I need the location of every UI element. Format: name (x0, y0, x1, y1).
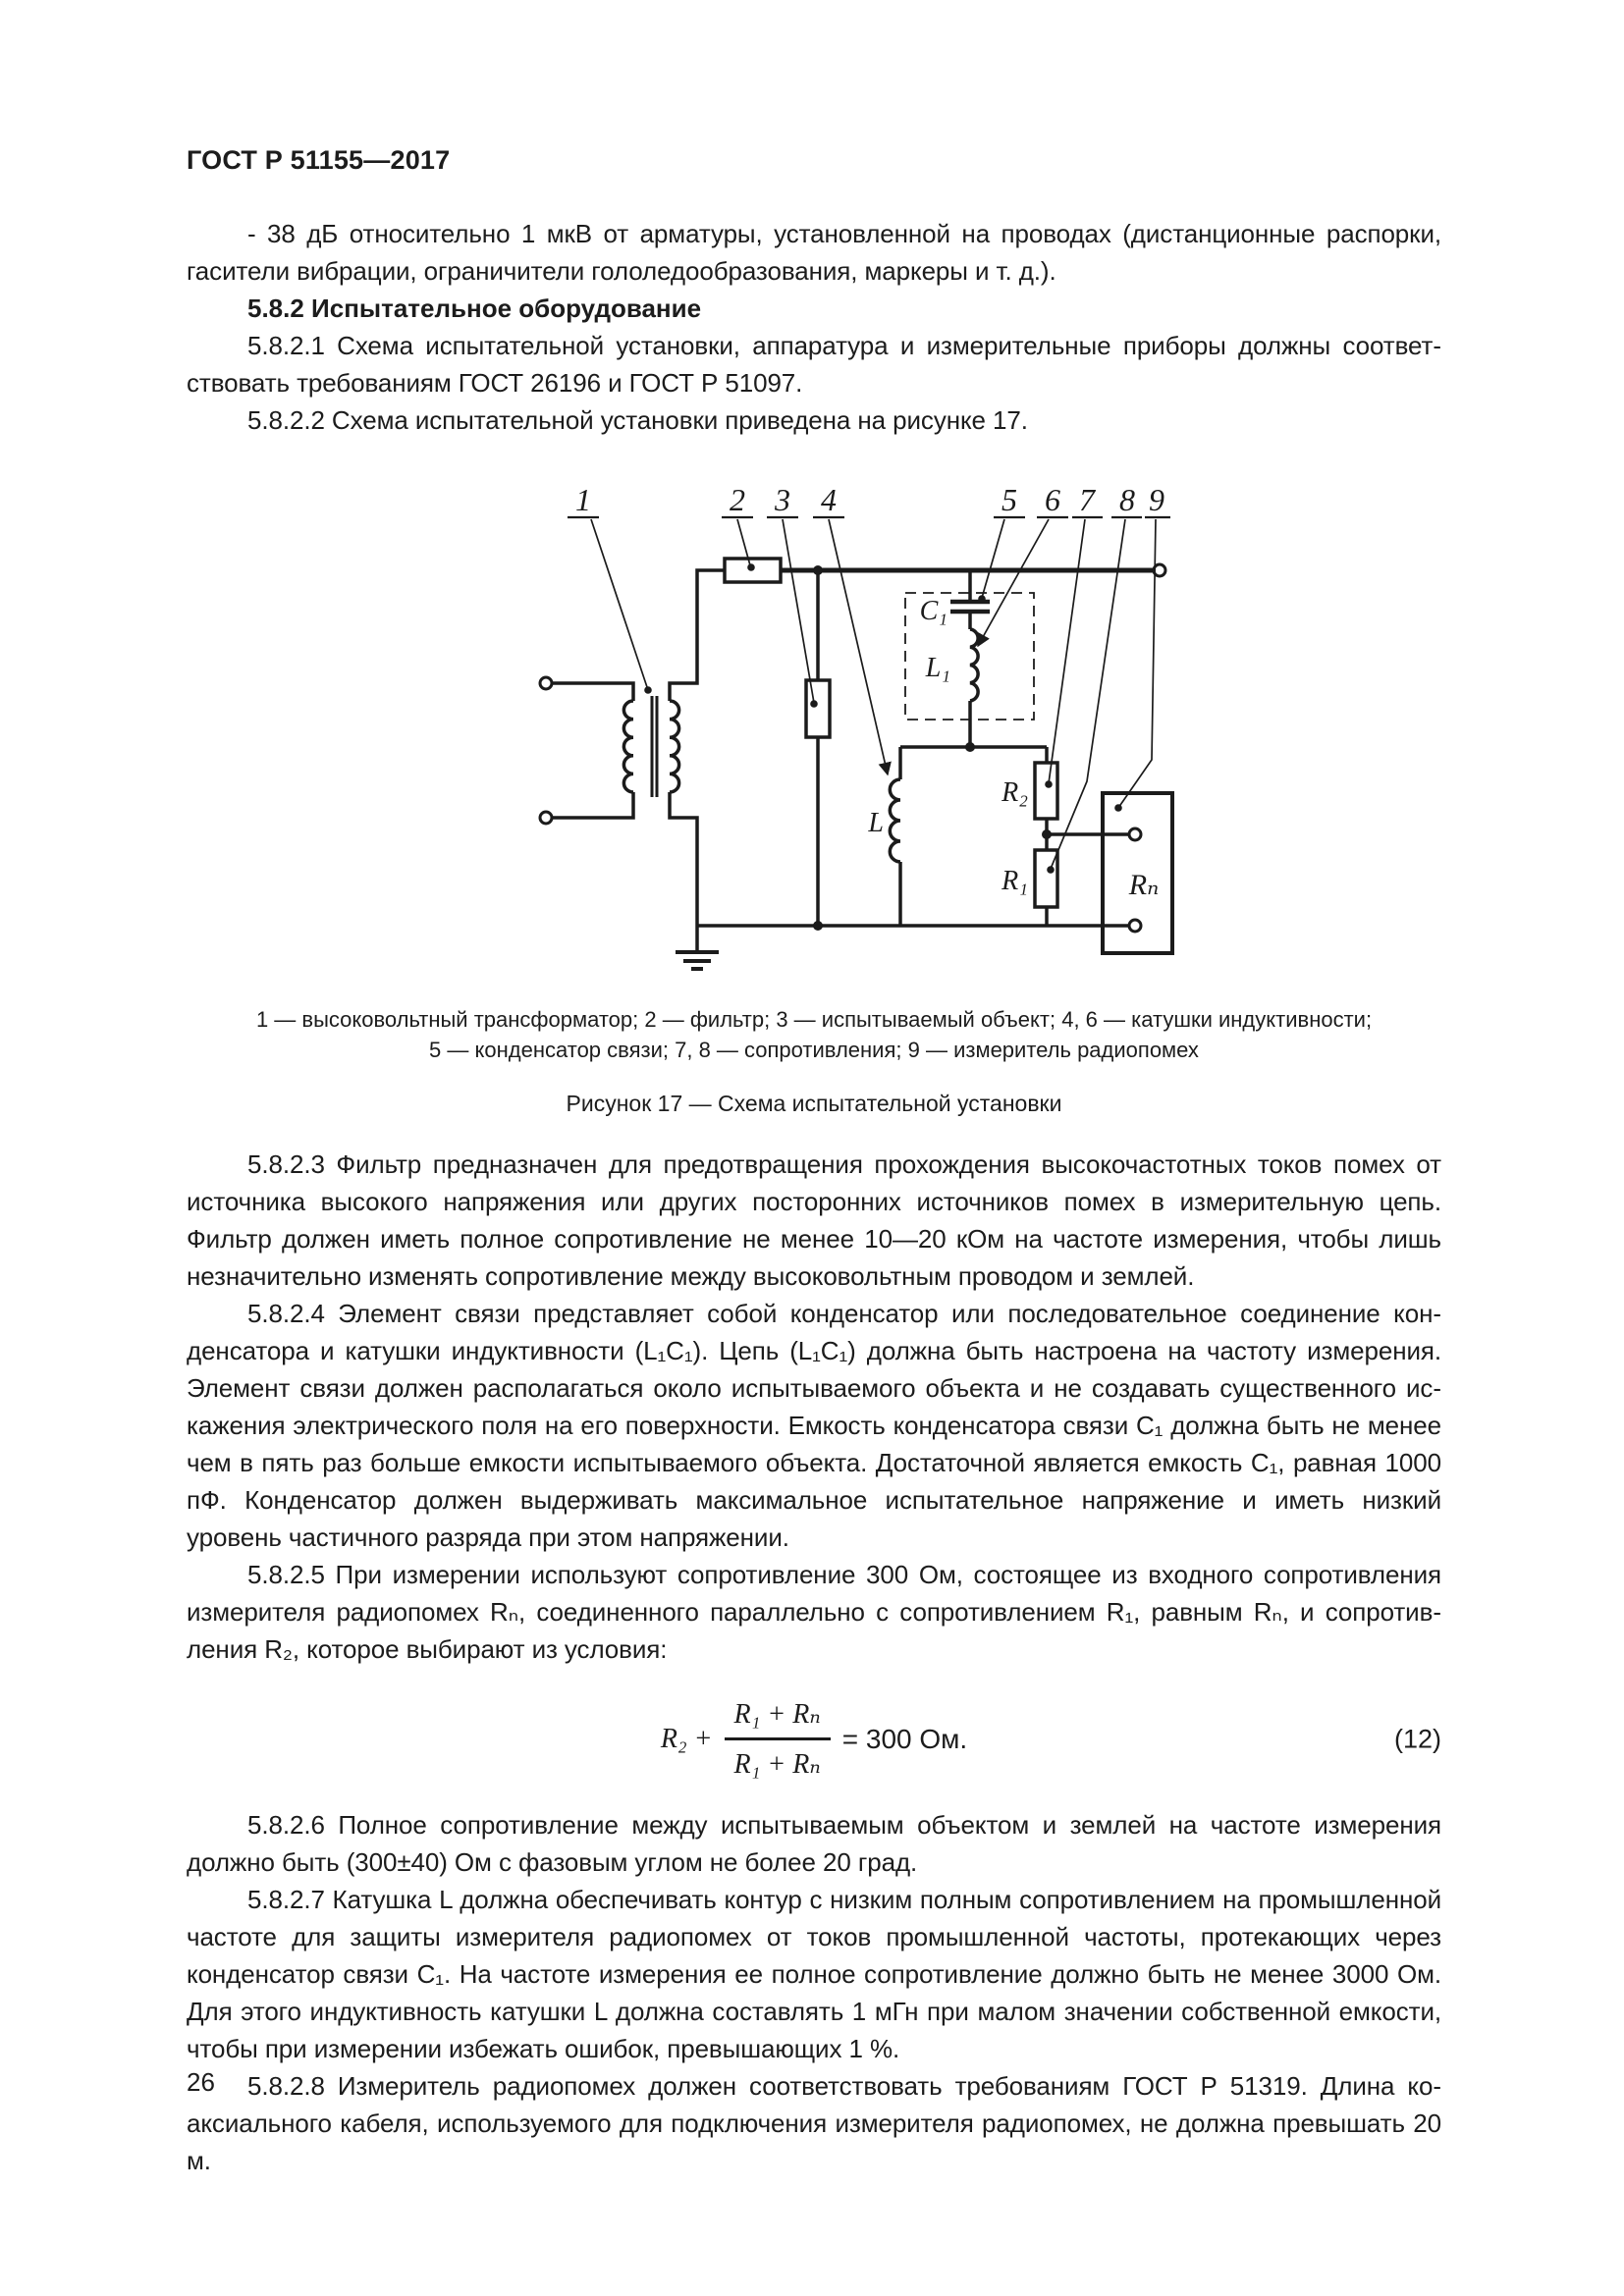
formula-numerator: R₁ + Rₙ (724, 1697, 831, 1740)
callout-4: 4 (821, 482, 837, 517)
label-rn: Rₙ (1128, 869, 1159, 901)
circuit-diagram: C₁ L₁ L R₂ R₁ Rₙ 1 2 3 4 5 (538, 482, 1174, 971)
paragraph-5-8-2-7: 5.8.2.7 Катушка L должна обеспечивать ко… (187, 1885, 1441, 2063)
heading-5-8-2: 5.8.2 Испытательное оборудование (247, 294, 702, 323)
callout-3: 3 (774, 482, 790, 517)
page-content: ГОСТ Р 51155—2017 - 38 дБ относительно 1… (187, 145, 1441, 2179)
formula-denominator: R₁ + Rₙ (733, 1749, 821, 1780)
coupling-capacitor-c1 (950, 599, 990, 614)
meter-terminal-top (1127, 827, 1143, 842)
input-terminal-top (538, 675, 554, 691)
label-r1: R₁ (1001, 866, 1028, 896)
paragraph-5-8-2-2: 5.8.2.2 Схема испытательной установки пр… (247, 405, 1028, 435)
label-r2: R₂ (1001, 777, 1028, 808)
document-code-header: ГОСТ Р 51155—2017 (187, 145, 451, 175)
meter-rn-box (1101, 791, 1174, 955)
inductor-l (888, 777, 901, 864)
paragraph-5-8-2-6: 5.8.2.6 Полное сопротивление между испыт… (187, 1810, 1441, 1877)
formula-12: R₂ + R₁ + Rₙ R₁ + Rₙ = 300 Ом. (12) (187, 1697, 1441, 1781)
label-c1: C₁ (920, 596, 947, 626)
figure-caption-line2: 5 — конденсатор связи; 7, 8 — сопротивле… (429, 1038, 1199, 1062)
paragraph-intro: - 38 дБ относительно 1 мкВ от арматуры, … (187, 219, 1441, 286)
callout-2: 2 (730, 482, 745, 517)
callout-8: 8 (1119, 482, 1135, 517)
coupling-dashed-box (904, 592, 1035, 721)
hv-transformer (622, 696, 681, 797)
label-l: L (867, 808, 884, 838)
leader-lines (590, 518, 1157, 874)
formula-lhs: R₂ + (660, 1723, 713, 1754)
formula-fraction: R₁ + Rₙ R₁ + Rₙ (724, 1697, 831, 1781)
callout-9: 9 (1149, 482, 1164, 517)
figure-caption: 1 — высоковольтный трансформатор; 2 — фи… (187, 1004, 1441, 1065)
test-object-box (804, 678, 832, 739)
callout-1: 1 (575, 482, 591, 517)
paragraph-5-8-2-8: 5.8.2.8 Измеритель радиопомех должен соо… (187, 2071, 1441, 2175)
paragraph-5-8-2-5: 5.8.2.5 При измерении используют сопроти… (187, 1560, 1441, 1664)
paragraph-5-8-2-1: 5.8.2.1 Схема испытательной установки, а… (187, 331, 1441, 398)
ground-icon (676, 926, 719, 971)
equation-number: (12) (1393, 1724, 1441, 1753)
callout-5: 5 (1001, 482, 1017, 517)
formula-rhs: = 300 Ом. (841, 1723, 968, 1754)
callout-numbers: 1 2 3 4 5 6 7 8 9 (568, 482, 1170, 519)
figure-17: C₁ L₁ L R₂ R₁ Rₙ 1 2 3 4 5 (187, 464, 1441, 1118)
resistor-r2-box (1033, 761, 1059, 821)
coupling-inductor-l1 (969, 627, 980, 703)
input-terminal-bottom (538, 810, 554, 826)
junction-dots (813, 565, 1052, 931)
figure-caption-line1: 1 — высоковольтный трансформатор; 2 — фи… (255, 1007, 1373, 1032)
page-number: 26 (187, 2067, 215, 2097)
wiring (551, 567, 1160, 928)
meter-terminal-bottom (1127, 918, 1143, 934)
figure-title: Рисунок 17 — Схема испытательной установ… (566, 1091, 1062, 1116)
hv-line-terminal (1152, 562, 1167, 578)
callout-7: 7 (1079, 482, 1097, 517)
callout-6: 6 (1045, 482, 1060, 517)
label-l1: L₁ (925, 653, 950, 683)
paragraph-5-8-2-3: 5.8.2.3 Фильтр предназначен для предотвр… (187, 1149, 1441, 1291)
paragraph-5-8-2-4: 5.8.2.4 Элемент связи представляет собой… (187, 1299, 1441, 1552)
terminals (538, 562, 1167, 934)
